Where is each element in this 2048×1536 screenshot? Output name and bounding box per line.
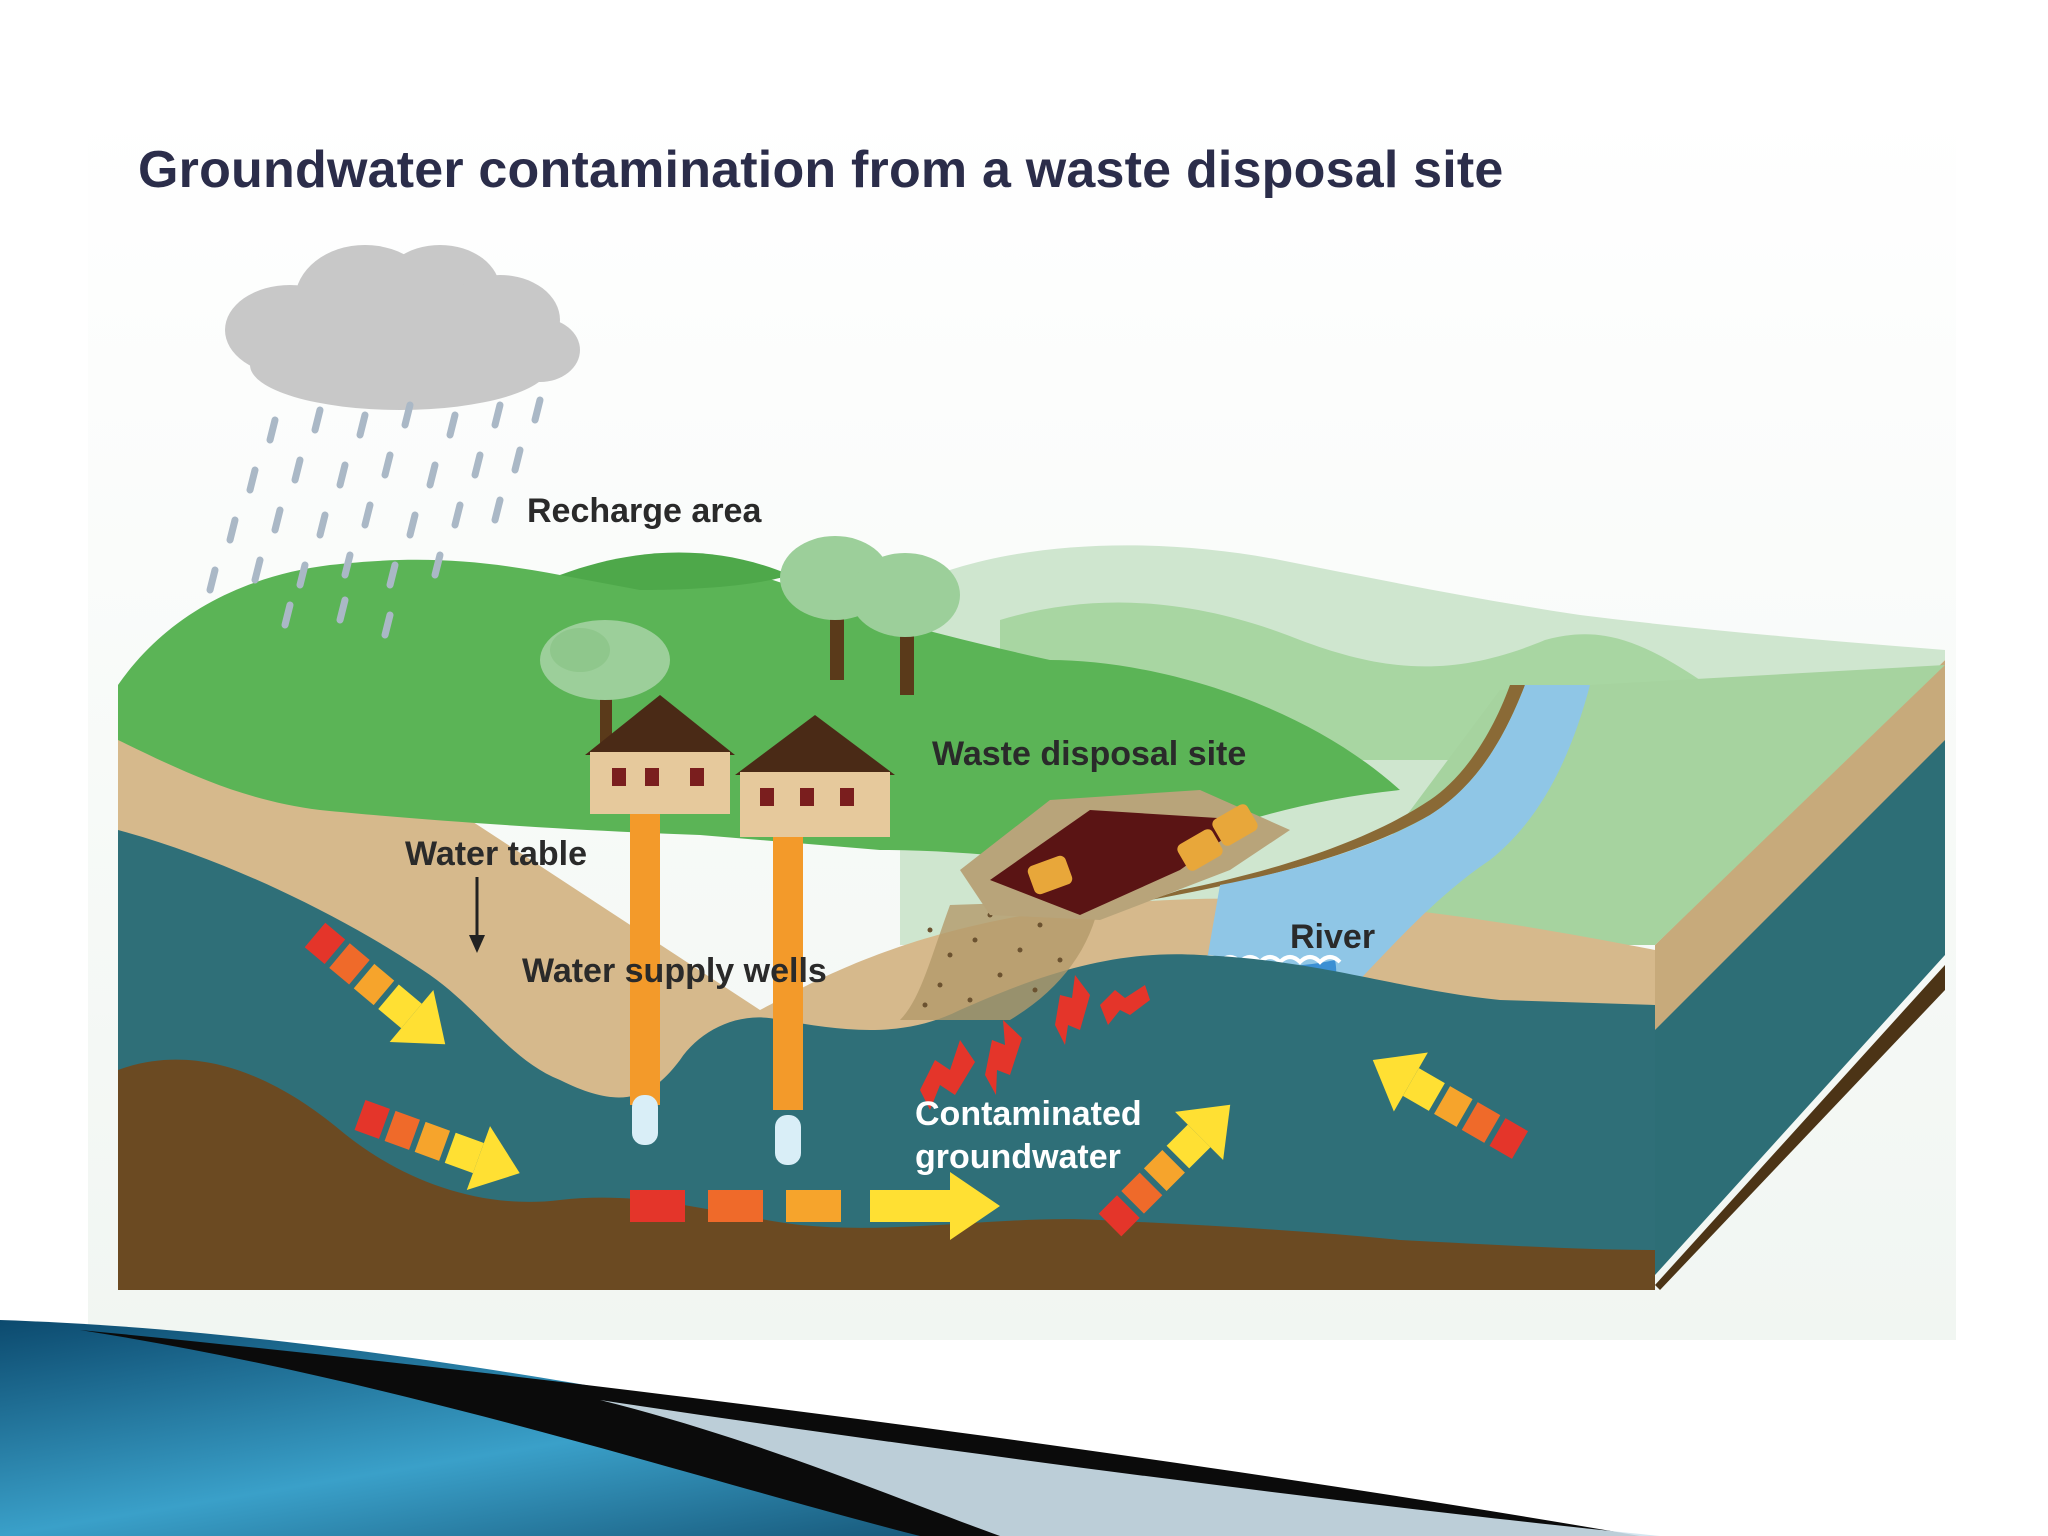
house-2: [735, 715, 895, 837]
label-contaminated-line1: Contaminated: [915, 1095, 1142, 1133]
slide-swoosh-highlight: [600, 1400, 1660, 1536]
contaminant-arrows: [920, 975, 1150, 1110]
leachate-specks: [922, 912, 1063, 1008]
label-water-table: Water table: [405, 835, 588, 873]
rain-cloud: [225, 245, 580, 410]
label-contaminated-line2: groundwater: [915, 1138, 1121, 1176]
water-table-arrowhead: [469, 935, 485, 953]
grassland: [118, 559, 1400, 870]
water-supply-well-2: [773, 810, 803, 1165]
river: [1200, 685, 1590, 1000]
label-waste-disposal-site: Waste disposal site: [932, 735, 1247, 773]
house-1: [585, 695, 735, 814]
diagram-title: Groundwater contamination from a waste d…: [138, 141, 1504, 199]
block-side-soil: [1655, 660, 1945, 1030]
label-river: River: [1290, 918, 1376, 956]
grass-ridge: [560, 552, 790, 590]
slide-swoosh-shadow: [80, 1330, 1640, 1536]
leachate-plume: [900, 900, 1100, 1020]
tree-left: [540, 620, 670, 750]
rain: [206, 396, 544, 639]
waste-barrels: [1027, 804, 1258, 895]
bedrock: [118, 1059, 1655, 1290]
flow-arrow-right-up: [1098, 1104, 1231, 1237]
block-side-bedrock: [1655, 965, 1945, 1290]
tree-right: [850, 553, 960, 695]
flow-arrow-right-in: [1372, 1052, 1528, 1159]
flow-arrow-left-2: [354, 1099, 520, 1191]
label-water-supply-wells: Water supply wells: [522, 952, 827, 990]
water-supply-well-1: [630, 805, 660, 1145]
flow-arrow-bottom: [630, 1172, 1000, 1240]
flow-arrow-left-1: [304, 922, 446, 1045]
river-bank: [1150, 685, 1525, 900]
label-recharge-area: Recharge area: [527, 492, 762, 530]
block-side-aquifer: [1655, 665, 1945, 1275]
